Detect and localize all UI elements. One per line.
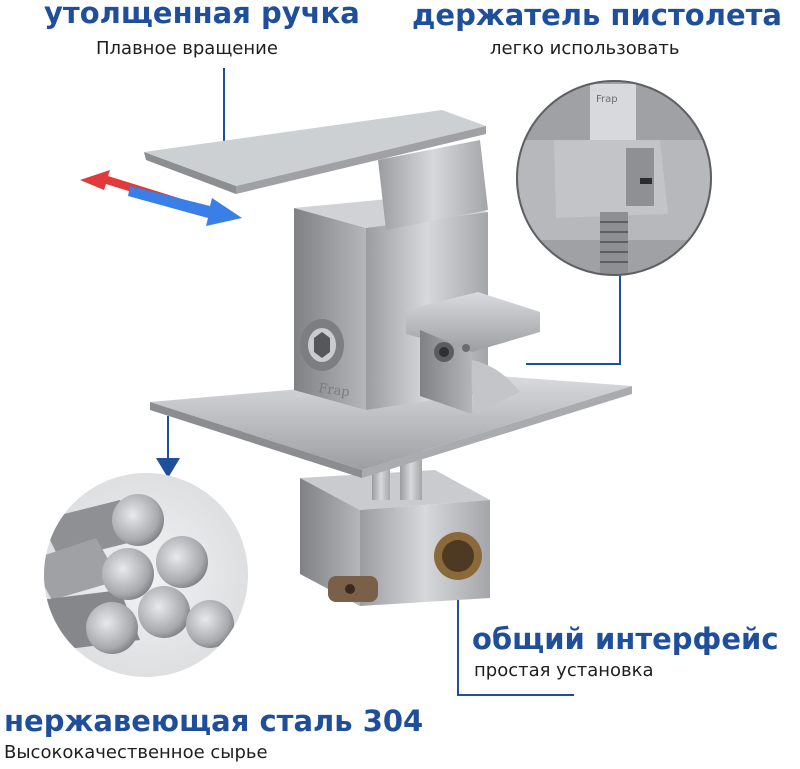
- cold-arrow-icon: [128, 186, 242, 226]
- material-subtitle: Высококачественное сырье: [4, 742, 268, 763]
- steel-rods-image: [44, 473, 248, 677]
- mounting-plate: [150, 374, 632, 470]
- hot-cold-arrows: [80, 170, 242, 226]
- handle-front: [144, 152, 236, 194]
- holder-subtitle: легко использовать: [490, 38, 680, 59]
- holder-callout-line: [526, 262, 621, 365]
- handle-subtitle: Плавное вращение: [96, 38, 278, 59]
- holder-cradle: [471, 360, 520, 414]
- lower-box-front: [300, 478, 360, 606]
- brand-logo-body: Frap: [317, 381, 350, 400]
- interface-callout-line: [457, 556, 574, 696]
- holder-detail-image: Frap: [516, 80, 712, 276]
- interface-title: общий интерфейс: [472, 622, 779, 656]
- handle-top: [144, 110, 486, 186]
- mixer-image: Frap: [144, 110, 632, 606]
- material-arrow-head: [156, 458, 180, 478]
- material-title: нержавеющая сталь 304: [4, 704, 424, 738]
- holder-title: держатель пистолета: [412, 0, 782, 32]
- holder-bracket: [406, 292, 540, 352]
- interface-subtitle: простая установка: [474, 660, 654, 681]
- lower-box-top: [300, 470, 490, 510]
- handle-stem: [378, 140, 488, 230]
- handle-title: утолщенная ручка: [44, 0, 360, 30]
- brand-logo-holder: Frap: [596, 94, 618, 105]
- callout-lines: [156, 68, 621, 696]
- main-block-front: [294, 208, 366, 410]
